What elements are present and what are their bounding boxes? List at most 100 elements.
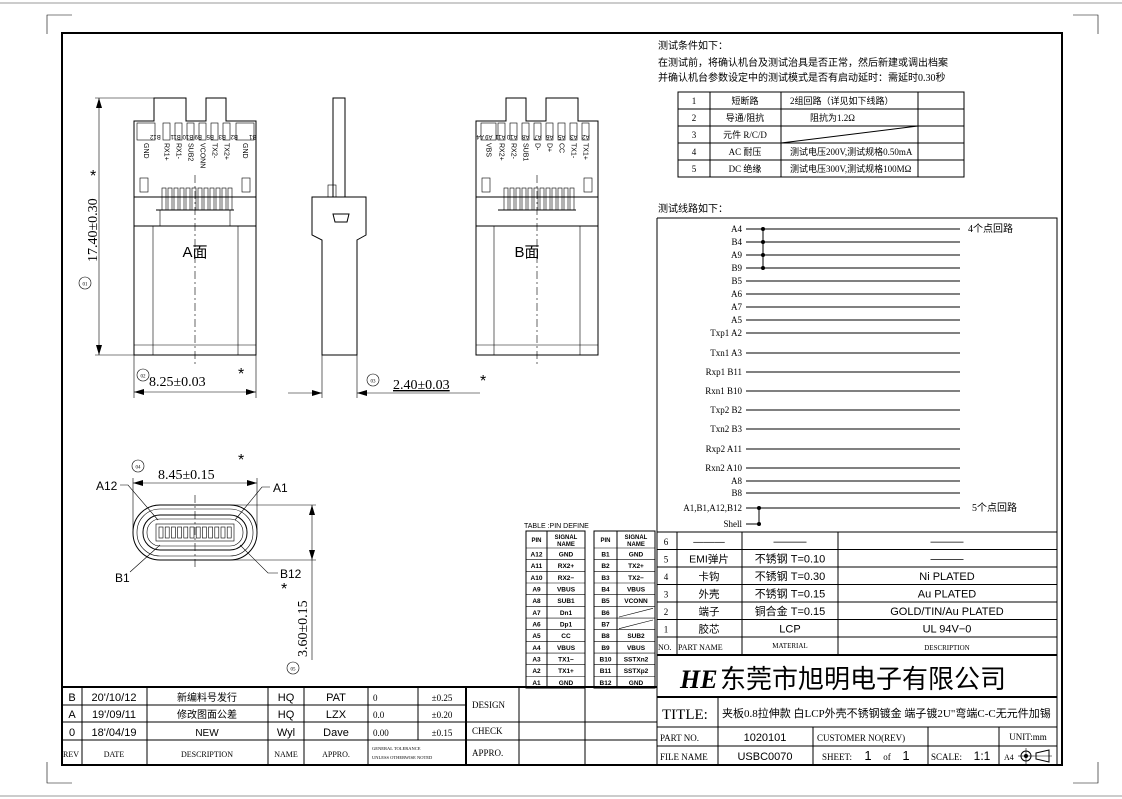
net-label: Rxp1 B11 — [706, 367, 742, 377]
rev-id: A — [68, 709, 76, 721]
junction-dot — [757, 506, 761, 510]
pin-signal: SSTXp2 — [624, 668, 649, 675]
test-row-spec: 2组回路（详见如下线路） — [790, 95, 894, 106]
part-name: 外壳 — [699, 588, 720, 601]
face-b-view — [475, 97, 599, 365]
dimension-port-width: 8.45±0.15 — [158, 468, 215, 483]
col-header: NO. — [658, 643, 672, 652]
pad-label: A8 — [521, 133, 529, 139]
test-row-item: AC 耐压 — [729, 146, 762, 157]
signal-label: SUB1 — [522, 143, 529, 161]
signal-label: RX1+ — [163, 143, 170, 161]
pin-signal: Dn1 — [560, 610, 573, 617]
part-number: 1020101 — [744, 732, 787, 744]
pin-id: B7 — [601, 622, 610, 629]
rev-date: 19'/09/11 — [92, 709, 136, 721]
rev-approver: Dave — [323, 727, 349, 739]
pad-label: B1 — [248, 133, 256, 139]
net-label: A6 — [731, 289, 742, 299]
signal-label: D- — [534, 143, 541, 151]
part-name: ——— — [693, 536, 725, 548]
part-material: 不锈钢 T=0.15 — [755, 588, 826, 601]
part-material: ——— — [774, 536, 807, 548]
pin-id: B12 — [600, 680, 612, 687]
pin-signal: Dp1 — [560, 622, 573, 629]
pad-label: A11 — [495, 133, 506, 139]
pin-define-table — [525, 530, 656, 689]
side-view — [288, 97, 480, 398]
scale: 1:1 — [974, 749, 991, 763]
net-label: Shell — [723, 519, 742, 529]
company-name: 东莞市旭明电子有限公司 — [720, 664, 1006, 694]
drawing-title: 夹板0.8拉伸款 白LCP外壳不锈钢镀金 端子镀2U"弯端C-C无元件加锡 — [722, 706, 1051, 720]
critical-mark: * — [281, 581, 287, 598]
junction-dot — [761, 227, 765, 231]
pin-id: A9 — [532, 587, 541, 594]
pin-id: B11 — [600, 668, 612, 675]
pin-id: B2 — [601, 563, 610, 570]
net-label: A1,B1,A12,B12 — [683, 503, 742, 513]
part-name: 胶芯 — [699, 623, 720, 636]
test-circuit-heading: 测试线路如下： — [658, 202, 728, 215]
rev-approver: LZX — [326, 709, 347, 721]
check-label: CHECK — [472, 726, 503, 736]
pin-signal: GND — [559, 552, 574, 559]
pin-header: PIN — [531, 538, 541, 544]
pin-signal: VBUS — [557, 645, 576, 652]
tolerance-decimals: 0 — [373, 693, 378, 703]
sheet-number: 1 — [864, 748, 871, 763]
pin-signal: GND — [629, 552, 644, 559]
sheet-total: 1 — [902, 748, 909, 763]
part-no: 3 — [664, 590, 669, 600]
pin-signal: TX2+ — [628, 563, 644, 570]
rev-name: HQ — [278, 709, 295, 721]
pad-label: A3 — [569, 133, 577, 139]
test-circuit — [656, 217, 1058, 765]
test-row-no: 5 — [692, 164, 697, 174]
part-no-label: PART NO. — [660, 733, 699, 743]
part-description: Au PLATED — [918, 589, 977, 601]
pin-signal: TX2− — [628, 575, 644, 582]
junction-dot — [761, 253, 765, 257]
col-header: PART NAME — [678, 643, 723, 652]
net-label: A4 — [731, 224, 742, 234]
pin-id: A4 — [532, 645, 541, 652]
pad-label: A2 — [581, 133, 589, 139]
net-label: B4 — [731, 237, 742, 247]
pin-id: A3 — [532, 657, 541, 664]
note-line: 并确认机台参数设定中的测试模式是否有启动延时：需延时0.30秒 — [658, 71, 946, 84]
part-description: UL 94V−0 — [923, 624, 972, 636]
unit: UNIT:mm — [1009, 732, 1047, 742]
net-label: Txp2 B2 — [710, 405, 742, 415]
balloon-label: 04 — [136, 466, 142, 471]
signal-label: GND — [142, 143, 149, 159]
revision-block — [62, 686, 657, 765]
test-row-spec: 测试电压200V,测试规格0.50mA — [790, 146, 913, 157]
port-label-b12: B12 — [280, 567, 302, 581]
net-label: Rxn1 B10 — [705, 386, 742, 396]
port-label-a12: A12 — [96, 479, 118, 493]
pad-label: B11 — [170, 133, 181, 139]
signal-label: D+ — [546, 143, 553, 152]
test-row-no: 4 — [692, 147, 697, 157]
pad-label: B2 — [230, 133, 238, 139]
col-header: DESCRIPTION — [924, 644, 970, 652]
pin-signal: GND — [629, 680, 644, 687]
signal-label: CC — [558, 143, 565, 153]
signal-label: TX2+ — [223, 143, 230, 160]
net-label: Rxn2 A10 — [705, 463, 742, 473]
port-label-a1: A1 — [273, 481, 288, 495]
balloon-02 — [136, 368, 150, 382]
junction-dot — [757, 522, 761, 526]
balloon-03 — [366, 373, 380, 387]
pin-id: B5 — [601, 598, 610, 605]
pad-label: A9 A4 — [476, 133, 493, 139]
pin-id: A8 — [532, 598, 541, 605]
pad-label: B10 — [182, 133, 193, 139]
col-header: REV — [63, 750, 79, 759]
pad-label: A10 — [506, 133, 517, 139]
pin-id: A6 — [532, 622, 541, 629]
net-label: A9 — [731, 250, 742, 260]
col-header: MATERIAL — [772, 642, 807, 650]
signal-label: SUB2 — [187, 143, 194, 161]
